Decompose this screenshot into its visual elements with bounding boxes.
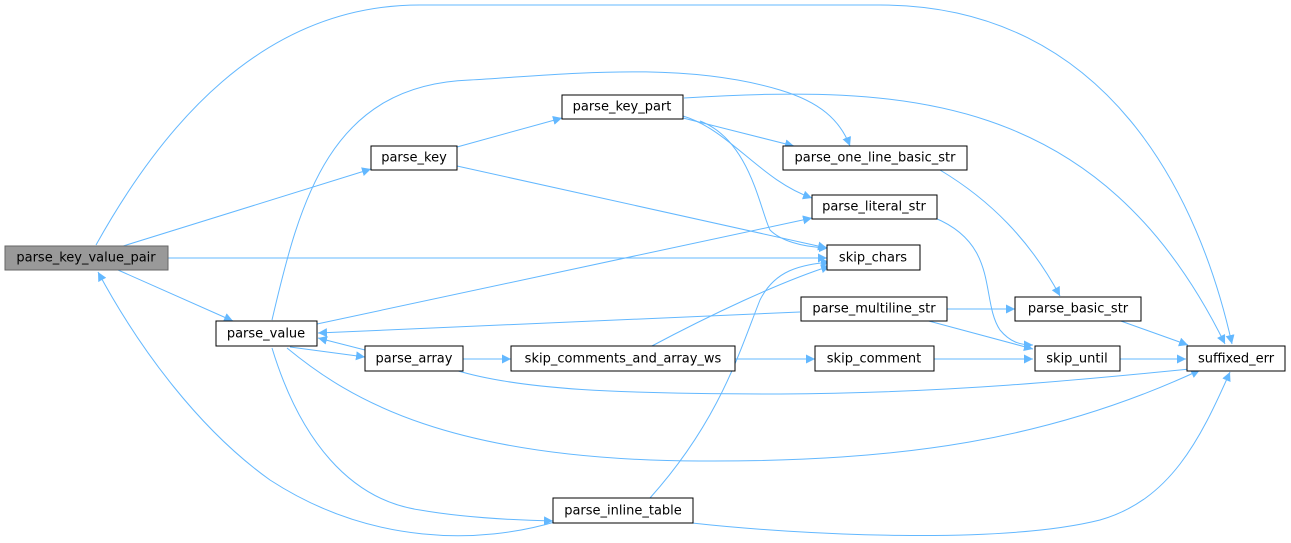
edge-parse-basic-str-to-suffixed-err xyxy=(1117,319,1189,347)
node-label: skip_chars xyxy=(839,251,907,266)
edge-parse-array-to-parse-value xyxy=(317,335,366,351)
edge-parse-value-to-parse-array xyxy=(289,346,366,361)
edge-parse-key-value-pair-to-parse-key xyxy=(119,167,372,248)
node-label: parse_literal_str xyxy=(822,200,926,215)
edge-parse-key-to-skip-chars xyxy=(456,165,828,251)
node-label: suffixed_err xyxy=(1198,352,1275,367)
node-skip-until[interactable]: skip_until xyxy=(1034,345,1121,372)
node-label: parse_key_value_pair xyxy=(16,251,156,266)
edge-parse-inline-table-to-parse-key-value-pair xyxy=(97,271,559,537)
node-parse-key-part[interactable]: parse_key_part xyxy=(561,94,684,120)
node-parse-multiline-str[interactable]: parse_multiline_str xyxy=(800,296,948,322)
node-label: parse_one_line_basic_str xyxy=(795,151,957,166)
edge-parse-value-to-parse-inline-table xyxy=(271,347,554,526)
node-parse-value[interactable]: parse_value xyxy=(215,320,318,347)
node-parse-basic-str[interactable]: parse_basic_str xyxy=(1014,296,1142,322)
edge-parse-key-part-to-suffixed-err xyxy=(683,93,1226,345)
node-parse-literal-str[interactable]: parse_literal_str xyxy=(811,194,938,220)
node-parse-inline-table[interactable]: parse_inline_table xyxy=(552,497,694,524)
edge-parse-value-to-parse-one-line-basic-str xyxy=(271,71,851,321)
edge-parse-literal-str-to-skip-until xyxy=(934,217,1034,350)
edge-parse-key-part-to-parse-one-line-basic-str xyxy=(682,117,795,149)
node-label: skip_comments_and_array_ws xyxy=(525,352,722,367)
node-skip-comments-and-array-ws[interactable]: skip_comments_and_array_ws xyxy=(510,345,736,372)
edges xyxy=(95,4,1235,537)
node-label: parse_key_part xyxy=(573,100,672,115)
node-label: parse_multiline_str xyxy=(812,302,936,317)
edge-parse-one-line-basic-str-to-parse-basic-str xyxy=(939,169,1061,297)
node-label: parse_inline_table xyxy=(564,504,682,519)
node-parse-one-line-basic-str[interactable]: parse_one_line_basic_str xyxy=(782,145,968,171)
node-label: parse_value xyxy=(227,327,305,342)
node-label: parse_array xyxy=(376,352,453,367)
node-parse-key-value-pair[interactable]: parse_key_value_pair xyxy=(4,245,169,271)
node-parse-array[interactable]: parse_array xyxy=(364,345,464,372)
edge-parse-key-value-pair-to-suffixed-err xyxy=(95,4,1235,345)
edge-parse-inline-table-to-suffixed-err xyxy=(691,371,1231,536)
edge-parse-key-part-to-skip-chars xyxy=(699,120,829,253)
edge-parse-array-to-suffixed-err xyxy=(454,364,1201,395)
edge-parse-multiline-str-to-skip-until xyxy=(924,319,1034,352)
edge-parse-key-to-parse-key-part xyxy=(456,116,563,148)
edge-parse-key-value-pair-to-parse-value xyxy=(117,269,234,322)
edge-parse-value-to-parse-literal-str xyxy=(316,215,813,325)
nodes: parse_key_value_pair parse_key parse_key… xyxy=(4,94,1286,524)
edge-parse-value-to-parse-multiline-str xyxy=(317,311,801,338)
node-parse-key[interactable]: parse_key xyxy=(370,145,458,171)
node-label: parse_key xyxy=(381,151,447,166)
edge-parse-key-part-to-parse-literal-str xyxy=(682,115,813,200)
node-skip-comment[interactable]: skip_comment xyxy=(814,345,935,372)
node-skip-chars[interactable]: skip_chars xyxy=(826,244,921,271)
node-label: skip_comment xyxy=(827,352,921,367)
edge-skip-comments-and-array-ws-to-skip-chars xyxy=(649,264,831,348)
edge-parse-value-to-suffixed-err xyxy=(286,347,1201,462)
node-label: skip_until xyxy=(1046,352,1107,367)
node-label: parse_basic_str xyxy=(1028,302,1129,317)
edge-parse-inline-table-to-skip-chars xyxy=(649,258,831,499)
node-suffixed-err[interactable]: suffixed_err xyxy=(1186,345,1286,372)
